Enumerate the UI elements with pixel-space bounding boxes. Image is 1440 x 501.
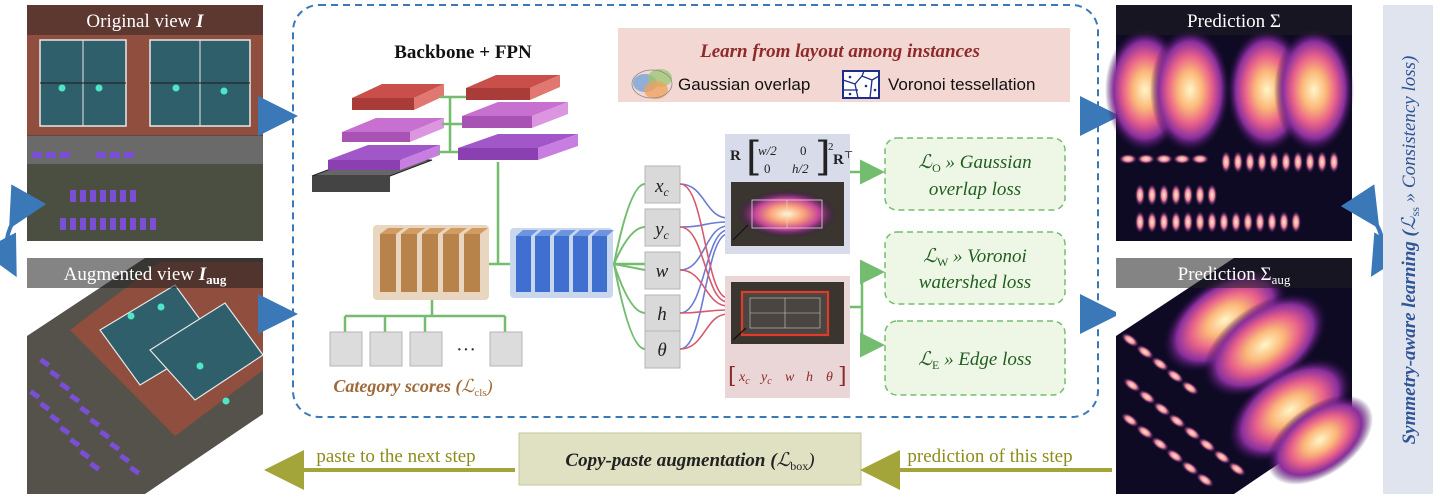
category-score-tree <box>343 300 507 332</box>
gaussian-panel-image <box>731 182 844 246</box>
edge-vector-xc: xc <box>738 370 750 387</box>
symmetry-learning-label: Symmetry-aware learning (ℒss » Consisten… <box>1399 56 1422 445</box>
prediction-aug-label: Prediction Σaug <box>1178 264 1291 287</box>
gaussian-formula-rt: R⊤ <box>833 150 853 168</box>
edge-vector-bracket-right: ] <box>838 364 847 389</box>
edge-panel-image <box>731 282 844 344</box>
left-symmetry-arrow <box>0 184 47 278</box>
edge-vector-h: h <box>806 370 813 385</box>
copy-paste-panel <box>518 432 862 486</box>
loss-watershed-line2: watershed loss <box>919 272 1031 293</box>
param-h: h <box>657 304 667 325</box>
gaussian-overlap-legend: Gaussian overlap <box>678 75 810 94</box>
augmented-view-image <box>27 258 264 494</box>
gaussian-formula: R <box>730 148 741 164</box>
pipeline-box <box>292 4 1099 418</box>
param-y: yc <box>653 219 669 242</box>
gaussian-matrix-bracket-right: ] <box>815 134 831 180</box>
param-fan-lines <box>613 183 646 350</box>
loss-watershed-line1: ℒW » Voronoi <box>923 246 1026 269</box>
edge-vector-yc: yc <box>759 370 772 387</box>
category-score-ellipsis: ··· <box>456 339 476 361</box>
voronoi-tessellation-icon <box>842 70 880 99</box>
category-score-boxes <box>329 331 523 367</box>
prediction-heatmap <box>1105 5 1354 241</box>
classification-head <box>373 225 489 300</box>
loss-box-overlap <box>884 137 1066 211</box>
gaussian-matrix-m12: 0 <box>800 143 807 158</box>
backbone-title: Backbone + FPN <box>394 42 532 63</box>
regression-head <box>510 228 614 298</box>
gaussian-matrix-m22: h/2 <box>792 161 809 176</box>
param-w: w <box>656 261 669 282</box>
loss-overlap-line1: ℒO » Gaussian <box>918 152 1031 175</box>
fpn-connections <box>438 95 645 266</box>
gaussian-overlap-icon <box>631 69 673 99</box>
fpn-pyramid <box>458 75 578 160</box>
voronoi-legend: Voronoi tessellation <box>888 75 1035 94</box>
prediction-this-step-label: prediction of this step <box>907 446 1072 467</box>
augmented-view-label: Augmented view Iaug <box>64 264 227 287</box>
gaussian-matrix-m21: 0 <box>764 161 771 176</box>
edge-vector-bracket-left: [ <box>728 364 737 389</box>
loss-box-watershed <box>884 231 1066 305</box>
prediction-label: Prediction Σ <box>1187 11 1281 32</box>
loss-overlap-line2: overlap loss <box>929 179 1021 200</box>
category-scores-label: Category scores (ℒcls) <box>333 376 492 399</box>
loss-edge-line1: ℒE » Edge loss <box>918 349 1031 372</box>
symmetry-learning-bar <box>1383 5 1433 494</box>
param-theta: θ <box>657 340 666 361</box>
copy-paste-label: Copy-paste augmentation (ℒbox) <box>565 450 814 473</box>
backbone-pyramid <box>311 84 444 192</box>
original-view-image <box>27 5 263 241</box>
right-symmetry-arrow <box>1340 184 1409 277</box>
layout-learning-title: Learn from layout among instances <box>699 41 980 62</box>
prediction-aug-heatmap <box>1116 258 1374 494</box>
edge-vector-theta: θ <box>826 370 833 385</box>
paste-next-step-label: paste to the next step <box>316 446 475 467</box>
gaussian-matrix-power: 2 <box>828 141 834 153</box>
gaussian-matrix-bracket-left: [ <box>746 134 762 180</box>
original-view-label: Original view I <box>86 11 204 32</box>
loss-connectors <box>850 159 885 358</box>
gaussian-matrix-m11: w/2 <box>758 143 777 158</box>
loss-box-edge <box>884 320 1066 396</box>
param-x: xc <box>654 176 669 199</box>
edge-vector-w: w <box>785 370 795 385</box>
param-to-panel-wires <box>679 183 729 350</box>
